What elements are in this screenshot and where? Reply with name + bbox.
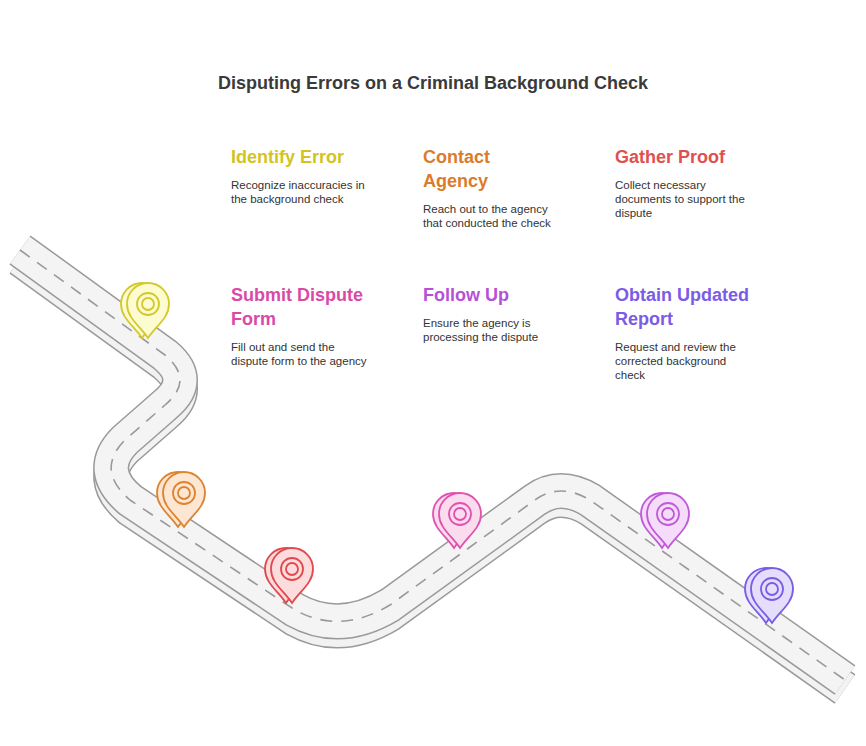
diagram-title: Disputing Errors on a Criminal Backgroun… <box>0 73 866 94</box>
step-description: Recognize inaccuracies in the background… <box>231 178 371 206</box>
step-description: Collect necessary documents to support t… <box>615 178 755 220</box>
step-description: Request and review the corrected backgro… <box>615 340 755 382</box>
step-description: Fill out and send the dispute form to th… <box>231 340 371 368</box>
step-text-block: Identify ErrorRecognize inaccuracies in … <box>231 145 381 206</box>
step-description: Ensure the agency is processing the disp… <box>423 316 563 344</box>
pin-marker <box>265 548 313 603</box>
pin-marker <box>121 283 169 338</box>
step-text-block: Obtain Updated ReportRequest and review … <box>615 283 765 382</box>
step-heading: Follow Up <box>423 283 573 307</box>
step-text-block: Gather ProofCollect necessary documents … <box>615 145 765 220</box>
step-text-block: Follow Up Ensure the agency is processing… <box>423 283 573 344</box>
step-heading: Obtain Updated Report <box>615 283 765 331</box>
step-text-block: Submit Dispute FormFill out and send the… <box>231 283 381 368</box>
step-heading: Identify Error <box>231 145 381 169</box>
pin-marker <box>157 472 205 527</box>
pin-marker <box>641 493 689 548</box>
step-description: Reach out to the agency that conducted t… <box>423 202 563 230</box>
step-heading: Contact Agency <box>423 145 523 193</box>
step-heading: Submit Dispute Form <box>231 283 381 331</box>
step-text-block: Contact AgencyReach out to the agency th… <box>423 145 573 230</box>
pin-marker <box>745 568 793 623</box>
step-heading: Gather Proof <box>615 145 765 169</box>
pin-marker <box>433 493 481 548</box>
